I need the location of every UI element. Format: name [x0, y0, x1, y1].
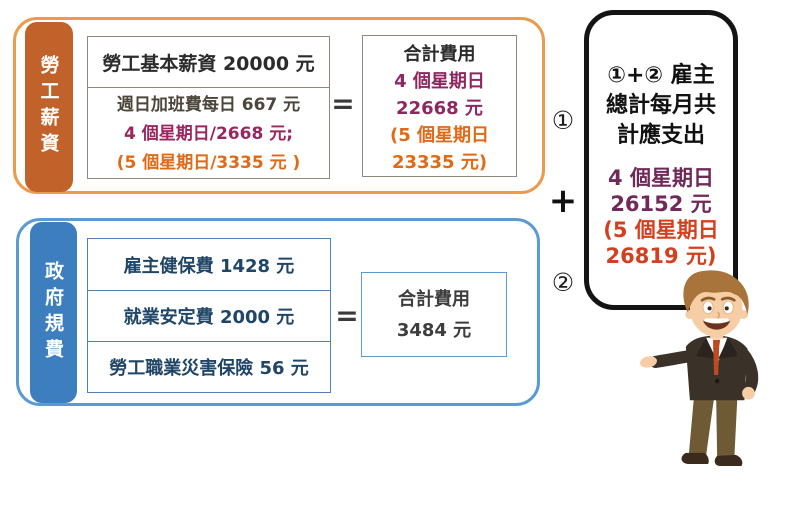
labor-tab-label: 勞工薪資 — [37, 55, 60, 159]
businessman-button — [714, 378, 720, 384]
labor-salary-box: 勞工基本薪資 20000 元 週日加班費每日 667 元 4 個星期日/2668… — [87, 36, 330, 179]
summary-amount-line3: (5 個星期日 — [603, 218, 719, 242]
summary-amounts: 4 個星期日 26152 元 (5 個星期日 26819 元) — [589, 165, 733, 269]
businessman-nose — [716, 311, 721, 320]
businessman-left-shoe — [681, 452, 709, 464]
businessman-illustration — [640, 270, 759, 466]
summary-amount-line4: 26819 元) — [605, 244, 717, 268]
circled-one-badge: ① — [551, 106, 575, 135]
businessman-open-hand — [640, 356, 657, 368]
businessman-fist — [742, 386, 755, 400]
summary-heading-line3: 計應支出 — [616, 123, 705, 148]
labor-total-line3: (5 個星期日 — [389, 125, 490, 146]
businessman-mouth — [703, 320, 731, 330]
businessman-right-shoe — [714, 454, 743, 466]
labor-total-line4: 23335 元) — [391, 152, 488, 173]
government-section-tab: 政府規費 — [30, 222, 77, 403]
gov-fee-text-2: 就業安定費 2000 元 — [123, 307, 295, 328]
overtime-row: 週日加班費每日 667 元 4 個星期日/2668 元; (5 個星期日/333… — [88, 88, 329, 178]
government-fee-list: 雇主健保費 1428 元 就業安定費 2000 元 勞工職業災害保險 56 元 — [87, 238, 331, 393]
gov-fee-row-health-insurance: 雇主健保費 1428 元 — [88, 239, 330, 290]
labor-total-title: 合計費用 — [403, 44, 476, 65]
summary-heading-line1: ①+② 雇主 — [607, 63, 715, 88]
businessman-tie — [713, 339, 721, 376]
summary-amount-line1: 4 個星期日 — [608, 166, 714, 190]
overtime-line3: (5 個星期日/3335 元 ) — [116, 153, 301, 173]
summary-box: ①+② 雇主 總計每月共 計應支出 4 個星期日 26152 元 (5 個星期日… — [584, 10, 738, 310]
businessman-right-leg — [716, 397, 738, 458]
businessman-left-lapel — [695, 337, 717, 359]
labor-total-line1: 4 個星期日 — [394, 71, 485, 92]
base-salary-text: 勞工基本薪資 20000 元 — [102, 52, 315, 75]
labor-section-tab: 勞工薪資 — [25, 22, 73, 192]
gov-fee-text-3: 勞工職業災害保險 56 元 — [109, 358, 309, 379]
summary-heading: ①+② 雇主 總計每月共 計應支出 — [589, 61, 733, 151]
summary-heading-line2: 總計每月共 — [605, 93, 716, 118]
businessman-right-lapel — [718, 337, 739, 359]
businessman-right-eyebrow — [720, 296, 736, 302]
government-total-amount: 3484 元 — [396, 320, 472, 341]
base-salary-row: 勞工基本薪資 20000 元 — [88, 37, 329, 88]
circled-two-badge: ② — [551, 268, 575, 297]
government-tab-label: 政府規費 — [42, 260, 64, 365]
gov-fee-text-1: 雇主健保費 1428 元 — [123, 255, 295, 277]
overtime-line1: 週日加班費每日 667 元 — [116, 95, 301, 115]
government-total-title: 合計費用 — [398, 289, 470, 310]
labor-total-box: 合計費用 4 個星期日 22668 元 (5 個星期日 23335 元) — [362, 35, 517, 177]
labor-total-line2: 22668 元 — [396, 98, 483, 119]
businessman-left-leg — [688, 397, 715, 456]
government-equals-sign: = — [335, 299, 359, 332]
businessman-left-pupil — [707, 306, 712, 311]
businessman-right-pupil — [724, 306, 729, 311]
gov-fee-row-occupational-accident: 勞工職業災害保險 56 元 — [88, 341, 330, 392]
businessman-teeth — [704, 318, 730, 324]
businessman-left-eyebrow — [700, 296, 716, 302]
businessman-right-arm — [736, 346, 759, 396]
government-total-box: 合計費用 3484 元 — [361, 272, 507, 357]
overtime-line2: 4 個星期日/2668 元; — [124, 124, 293, 144]
gov-fee-row-employment-stability: 就業安定費 2000 元 — [88, 290, 330, 341]
labor-equals-sign: = — [331, 87, 355, 120]
summary-amount-line2: 26152 元 — [610, 192, 712, 216]
plus-sign: + — [548, 181, 578, 221]
businessman-hair — [683, 270, 749, 315]
